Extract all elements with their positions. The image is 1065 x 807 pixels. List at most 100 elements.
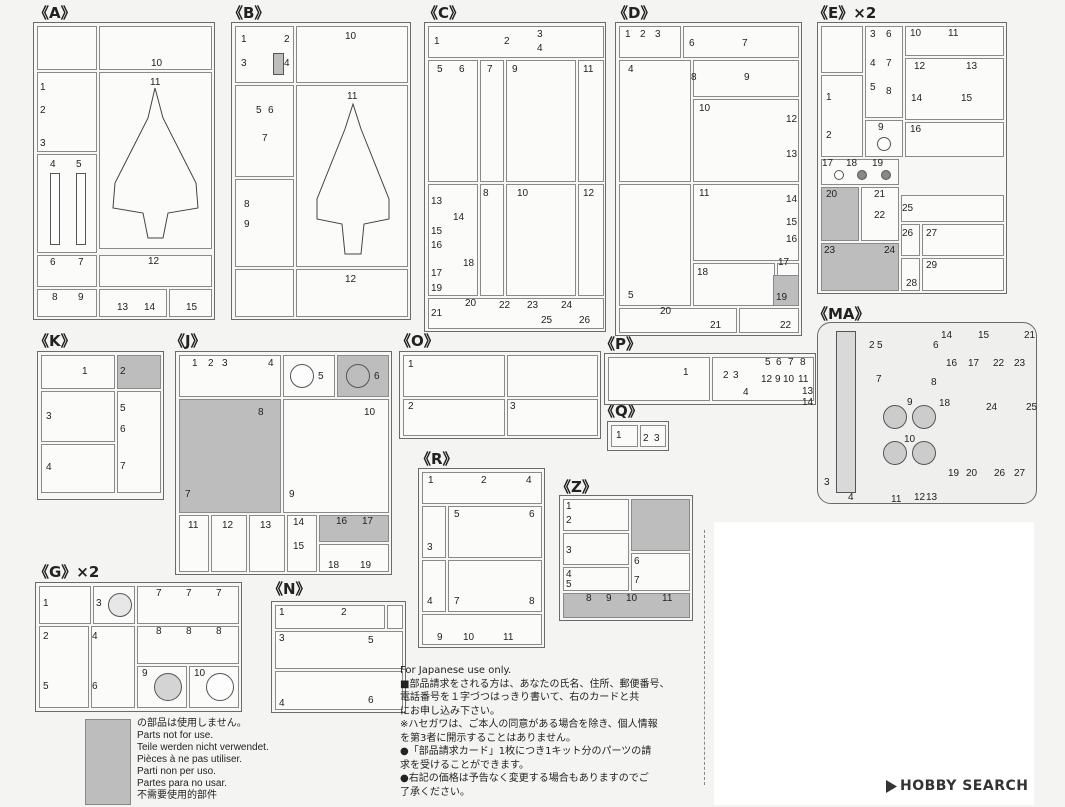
part-number: 9 [907,397,913,408]
unused-part-cell [631,499,690,551]
part-number: 1 [43,598,49,609]
part-number: 6 [50,257,56,268]
part-number: 10 [345,31,357,42]
part-number: 7 [185,489,191,500]
part-number: 7 [742,38,748,49]
part-number: 8 [886,86,892,97]
unused-part-cell: 19 [773,275,799,306]
part-number: 11 [583,64,594,75]
part-number: 10 [463,632,475,643]
part-number: 9 [512,64,518,75]
wheel-part [108,593,132,617]
wheel-part [206,673,234,701]
legend-line: Pièces à ne pas utiliser. [137,754,243,765]
part-number: 21 [1024,330,1036,341]
legend-line: Partes para no usar. [137,778,228,789]
part-number: 10 [904,434,916,445]
section-label-c: 《C》 [423,4,465,22]
part-number: 11 [948,28,959,39]
part-number: 5 [877,340,883,351]
part-number: 22 [780,320,792,331]
runner-d-cell: 8 9 [691,60,799,97]
unused-part [273,53,284,75]
section-label-g: 《G》×2 [34,563,100,581]
runner-j-cell: 13 [249,515,285,572]
part-number: 5 [454,509,460,520]
part-number: 17 [968,358,980,369]
notes-line: ■部品請求をされる方は、あなたの氏名、住所、郵便番号、 [400,678,670,690]
part-number: 13 [431,196,443,207]
part-number: 10 [910,28,922,39]
section-label-a: 《A》 [34,4,76,22]
part-number: 10 [626,593,638,604]
part-number: 6 [374,371,380,382]
part-number: 14 [144,302,156,313]
section-label-e: 《E》×2 [813,4,877,22]
pylon-part [76,173,86,245]
runner-j-cell: 14 15 [287,515,317,572]
runner-q-cell: 1 [611,425,638,447]
runner-j-cell: 1 2 3 4 [179,355,281,397]
runner-o-cell: 3 [507,399,598,436]
fuselage-part [316,102,390,255]
part-number: 18 [939,398,951,409]
unused-part-cell: 6 [337,355,389,397]
runner-d-cell: 1 2 3 [619,26,681,58]
part-number: 5 [368,635,374,646]
part-number: 9 [142,668,148,679]
notes-line: 電話番号を１字づつはっきり書いて、右のカードと共 [400,692,640,703]
part-number: 22 [499,300,511,311]
part-number: 3 [655,29,661,40]
runner-n-cell: 4 6 [275,671,403,710]
part-number: 9 [244,219,250,230]
part-number: 8 [52,292,58,303]
part-number: 17 [431,268,443,279]
part-number: 6 [689,38,695,49]
part-number: 3 [733,370,739,381]
part-number: 1 [826,92,832,103]
runner-a-cell: 8 9 [37,289,97,317]
part-number: 14 [293,517,305,528]
part-number: 20 [826,189,838,200]
runner-d-cell: 11 14 15 16 [693,184,799,261]
part-number: 9 [878,122,884,133]
part-number: 3 [241,58,247,69]
part-number: 24 [884,245,896,256]
runner-a-cell: 1 2 3 [37,72,97,152]
part-number: 4 [50,159,56,170]
part-number: 19 [948,468,960,479]
runner-q: 1 2 3 [607,421,669,451]
part-number: 2 [869,340,875,351]
part-number: 23 [1014,358,1026,369]
disc-part [290,364,314,388]
wheel-part [154,673,182,701]
part-number: 6 [92,681,98,692]
part-number: 15 [978,330,990,341]
part-number: 7 [876,374,882,385]
part-number: 15 [431,226,443,237]
part-number: 1 [192,358,198,369]
part-number: 15 [786,217,798,228]
runner-p: 1 2 3 4 5 6 7 8 12 9 10 11 [604,353,816,405]
part-number: 22 [993,358,1005,369]
part-number: 16 [431,240,443,251]
part-number: 14 [786,194,798,205]
part-number: 5 [43,681,49,692]
part-number: 4 [268,358,274,369]
part-number: 12 [761,374,773,385]
notes-line: ●右記の価格は予告なく変更する場合もありますのでご [400,773,649,784]
runner-c-cell: 13 14 15 16 18 17 19 [428,184,478,296]
runner-q-cell: 2 3 [640,425,666,447]
part-number: 1 [616,430,622,441]
runner-e: 3 6 4 7 5 8 10 11 1 2 12 13 14 15 9 16 [817,22,1007,294]
runner-r-cell: 1 2 4 [422,472,542,504]
runner-a-cell: 13 14 [99,289,167,317]
part-number: 23 [824,245,836,256]
part-number: 26 [902,228,914,239]
section-label-k: 《K》 [34,332,76,350]
part-number: 7 [216,588,222,599]
part-number: 6 [886,29,892,40]
runner-g-cell: 10 [189,666,239,708]
runner-d-cell: 18 [693,263,775,306]
part-number: 12 [148,256,160,267]
